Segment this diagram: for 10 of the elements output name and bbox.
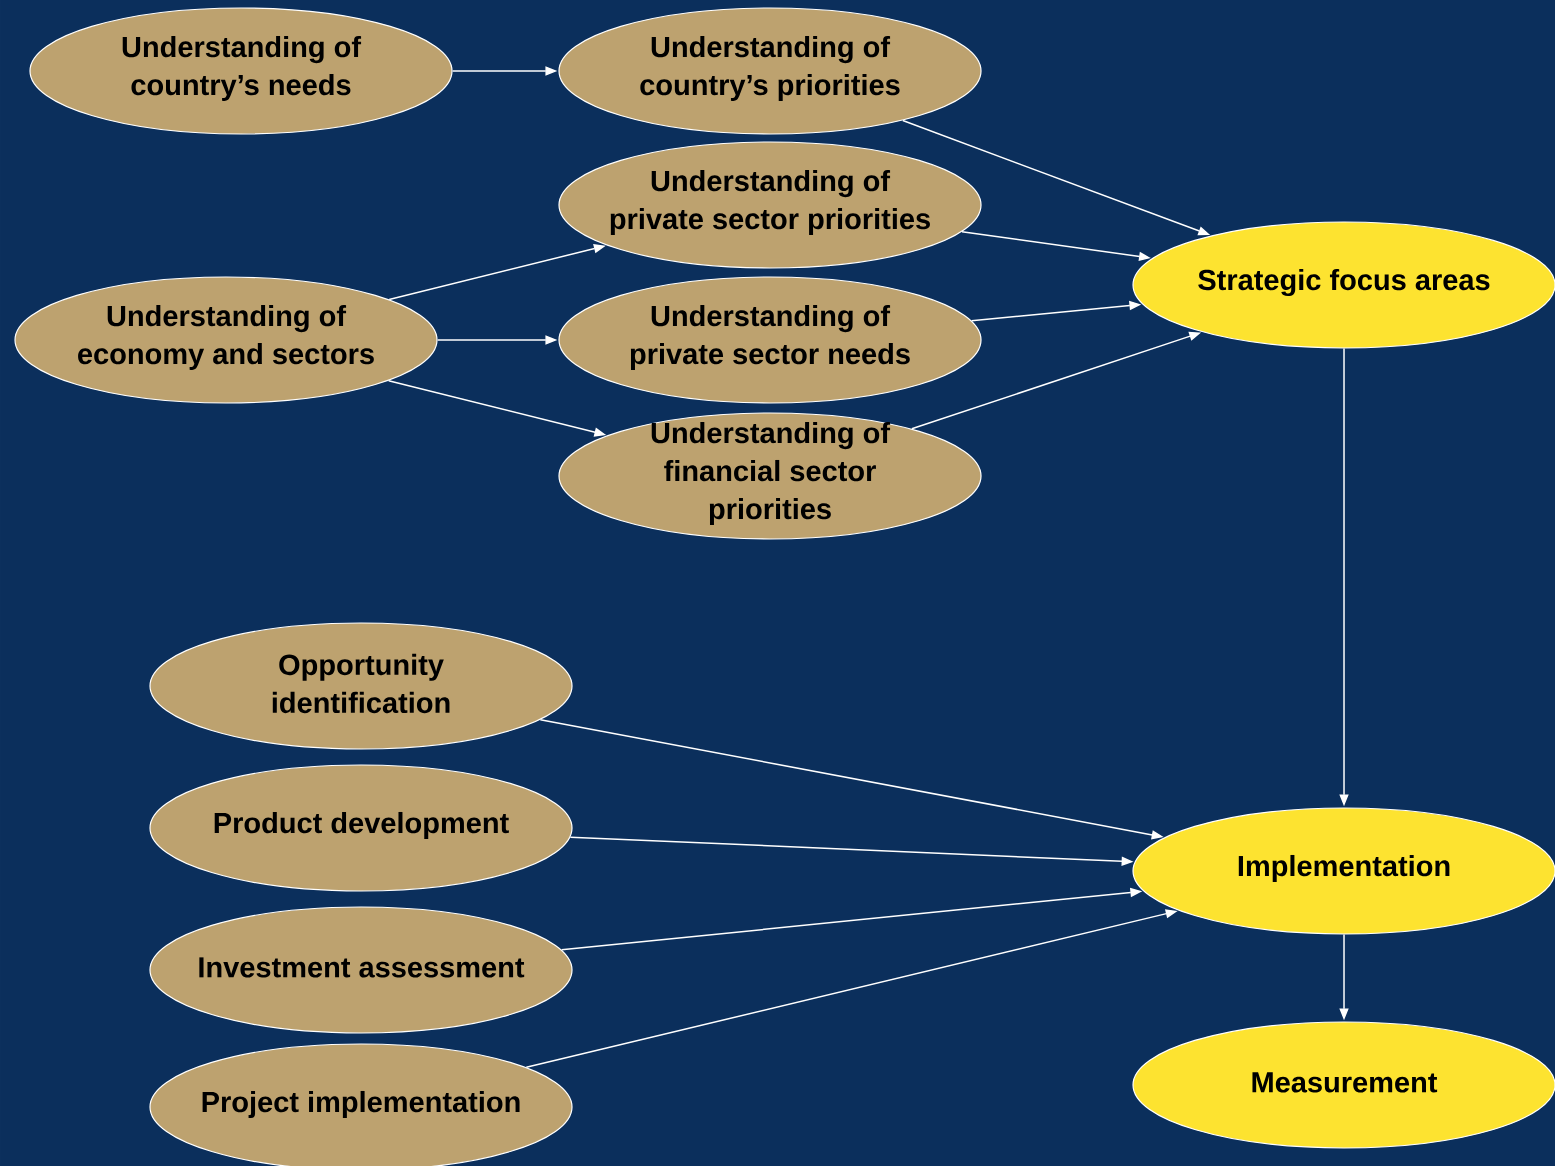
ellipse-node: Project implementation — [149, 1043, 573, 1166]
ellipse-node: Product development — [149, 764, 573, 892]
ellipse-node: Understanding of country’s needs — [29, 7, 453, 135]
ellipse-node: Understanding of private sector needs — [558, 276, 982, 404]
ellipse-node: Investment assessment — [149, 906, 573, 1034]
ellipse-node: Understanding of economy and sectors — [14, 276, 438, 404]
ellipse-node: Opportunity identification — [149, 622, 573, 750]
ellipse-node: Understanding of financial sector priorities — [558, 412, 982, 540]
ellipse-node: Understanding of private sector priorities — [558, 141, 982, 269]
ellipse-node: Understanding of country’s priorities — [558, 7, 982, 135]
